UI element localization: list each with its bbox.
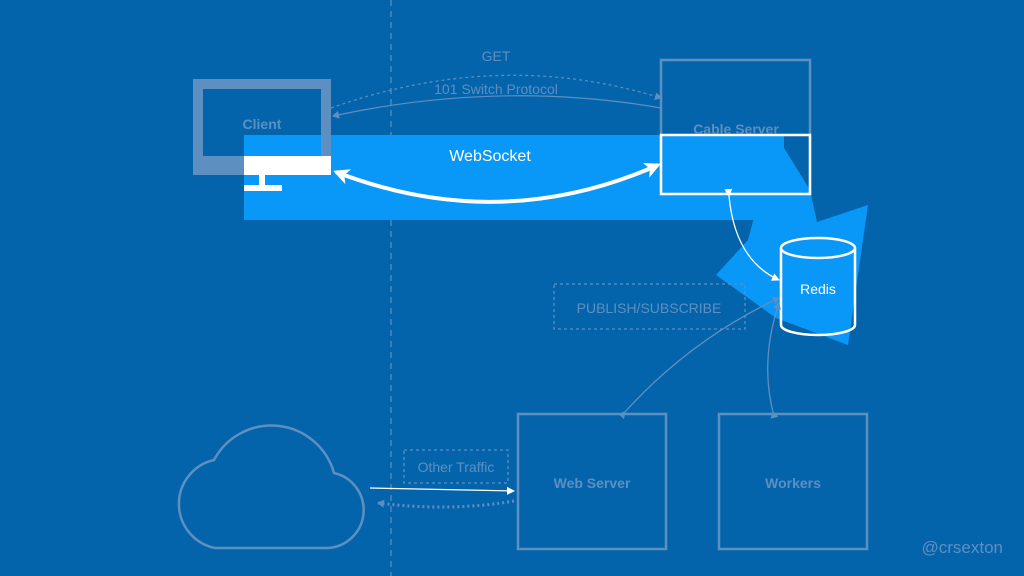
switch-protocol-label: 101 Switch Protocol xyxy=(434,81,558,97)
client-label: Client xyxy=(243,116,282,132)
cable-server-label: Cable Server xyxy=(693,121,779,137)
web-server-to-redis-arrow xyxy=(618,296,780,420)
publish-subscribe-label: PUBLISH/SUBSCRIBE xyxy=(577,300,722,316)
other-traffic-box xyxy=(403,449,509,484)
workers-label: Workers xyxy=(765,475,821,491)
get-request-arrow xyxy=(330,74,662,109)
workers-to-redis-arrow xyxy=(767,302,781,419)
author-credit: @crsexton xyxy=(921,538,1003,557)
cable-to-redis-arrow xyxy=(724,188,780,281)
websocket-arrow xyxy=(333,162,661,204)
web-server-box xyxy=(516,412,668,551)
other-traffic-response-arrow xyxy=(377,499,515,509)
internet-cloud-icon xyxy=(177,424,365,550)
other-traffic-request-arrow xyxy=(369,486,515,495)
switch-protocol-arrow xyxy=(332,95,662,119)
web-server-label: Web Server xyxy=(554,475,631,491)
get-label: GET xyxy=(482,48,511,64)
client-monitor-icon xyxy=(193,79,331,191)
other-traffic-label: Other Traffic xyxy=(418,459,495,475)
workers-box xyxy=(717,412,869,551)
redis-database-icon xyxy=(779,236,857,337)
redis-label: Redis xyxy=(800,281,836,297)
websocket-label: WebSocket xyxy=(449,148,531,165)
